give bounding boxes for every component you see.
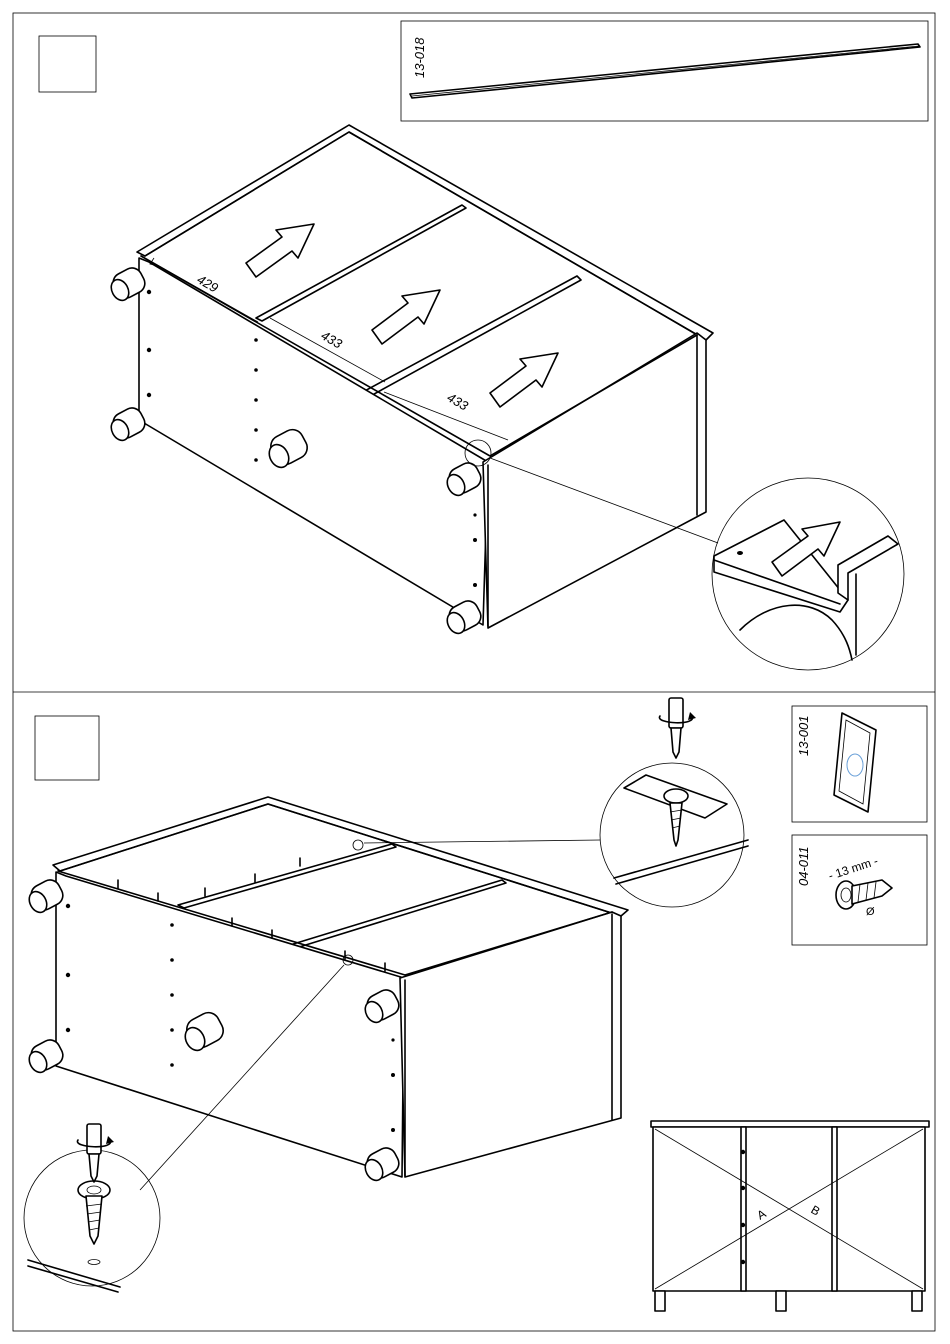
front-elevation-diagonal-check: A B (651, 1121, 929, 1311)
screw-icon (836, 880, 892, 909)
dimension-433-b: 433 (445, 390, 472, 414)
screw-vertical-icon (670, 803, 682, 846)
step-1-panel: 13-018 (39, 21, 928, 670)
detail-view-step-1 (712, 478, 904, 670)
step-2-panel: 13-001 04-011 - 13 mm - Ø (24, 698, 929, 1311)
slide-arrow-icon-2 (372, 290, 440, 344)
screw-size-label: - 13 mm - (827, 854, 880, 883)
cabinet-step-1: 429 433 433 (108, 125, 718, 636)
cabinet-step-2 (26, 797, 628, 1190)
part-code-04-011: 04-011 (796, 846, 811, 886)
connector-plate-icon (834, 713, 876, 812)
part-code-13-001: 13-001 (796, 716, 811, 756)
strip-part-icon (410, 44, 920, 98)
screwdriver-icon-top (659, 698, 696, 758)
slide-arrow-icon-3 (490, 353, 558, 407)
step-1-number-box (39, 36, 96, 92)
part-callout-04-011: 04-011 - 13 mm - Ø (792, 835, 927, 945)
dimension-433-a: 433 (319, 328, 346, 352)
detail-view-connector (600, 698, 748, 907)
detail-view-screw (24, 1124, 160, 1292)
part-callout-13-018: 13-018 (401, 21, 928, 121)
slide-arrow-icon-1 (246, 224, 314, 277)
screwdriver-icon-bottom (77, 1124, 114, 1182)
part-callout-13-001: 13-001 (792, 706, 927, 822)
step-2-number-box (35, 716, 99, 780)
diameter-symbol: Ø (866, 906, 875, 918)
part-code-13-018: 13-018 (412, 37, 427, 78)
